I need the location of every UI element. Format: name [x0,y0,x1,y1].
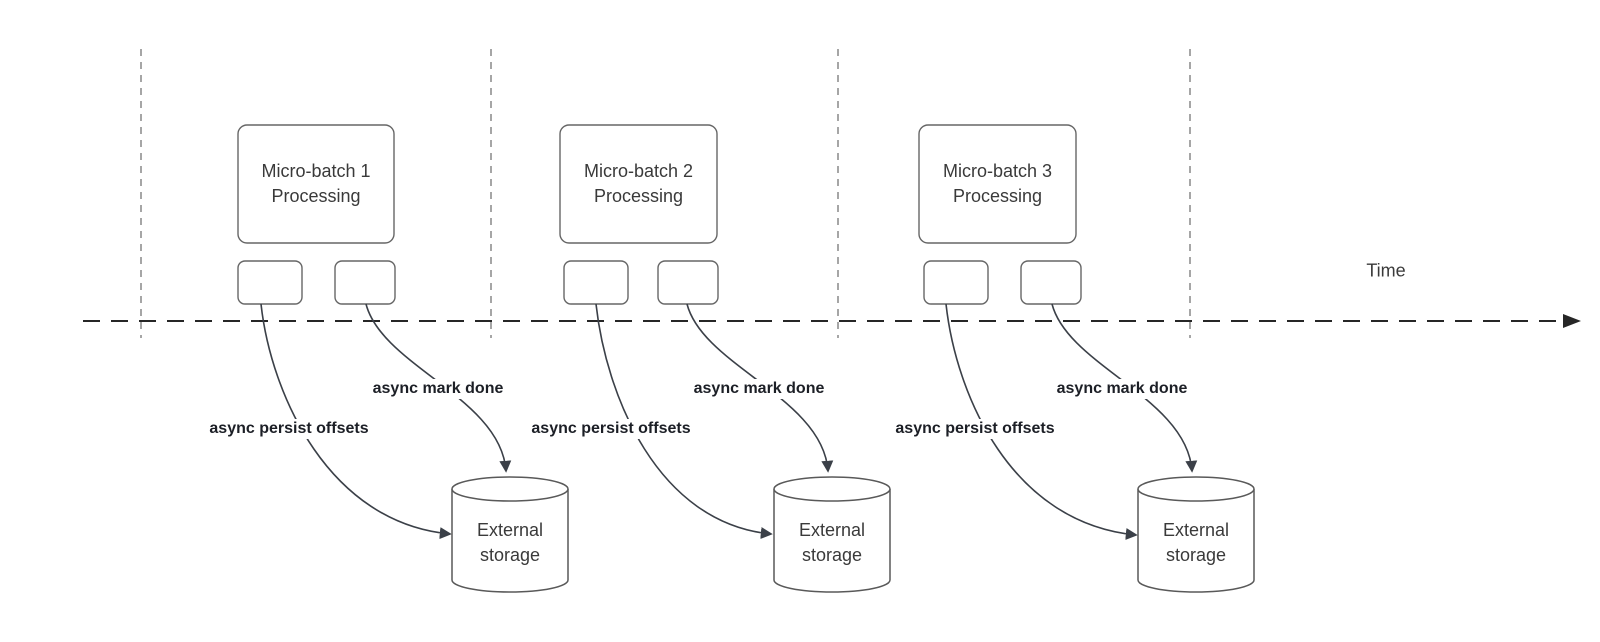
micro-batch-2-persist-offsets-arrow [595,303,773,539]
external-storage-cylinder-1 [451,476,569,593]
micro-batch-3-box-label: Micro-batch 3 Processing [942,160,1053,206]
micro-batch-3-offsets-task-box [923,260,989,305]
micro-batch-3-persist-offsets-arrow [945,303,1138,540]
external-storage-cylinder-3 [1137,476,1255,593]
micro-batch-3-persist-offsets-label: async persist offsets [892,419,1058,439]
micro-batch-1-offsets-task-box [237,260,303,305]
external-storage-2-label: External storage [798,519,866,565]
external-storage-cylinder-2 [773,476,891,593]
micro-batch-2-box-label: Micro-batch 2 Processing [583,160,694,206]
micro-batch-1-persist-offsets-arrow [260,303,452,540]
micro-batch-2-markdone-task-box [657,260,719,305]
time-axis-arrowhead-icon [1563,314,1581,328]
micro-batch-3-mark-done-label: async mark done [1053,379,1191,399]
external-storage-3-label: External storage [1162,519,1230,565]
micro-batch-2-offsets-task-box [563,260,629,305]
micro-batch-1-mark-done-label: async mark done [369,379,507,399]
micro-batch-3-markdone-task-box [1020,260,1082,305]
micro-batch-1-box-label: Micro-batch 1 Processing [261,160,371,206]
micro-batch-2-mark-done-label: async mark done [690,379,828,399]
micro-batch-1-persist-offsets-label: async persist offsets [206,419,372,439]
micro-batch-2-box [559,124,718,244]
micro-batch-2-persist-offsets-label: async persist offsets [528,419,694,439]
external-storage-1-label: External storage [476,519,544,565]
micro-batch-1-box [237,124,395,244]
micro-batch-3-box [918,124,1077,244]
micro-batch-1-markdone-task-box [334,260,396,305]
time-axis-label: Time [1366,260,1406,281]
